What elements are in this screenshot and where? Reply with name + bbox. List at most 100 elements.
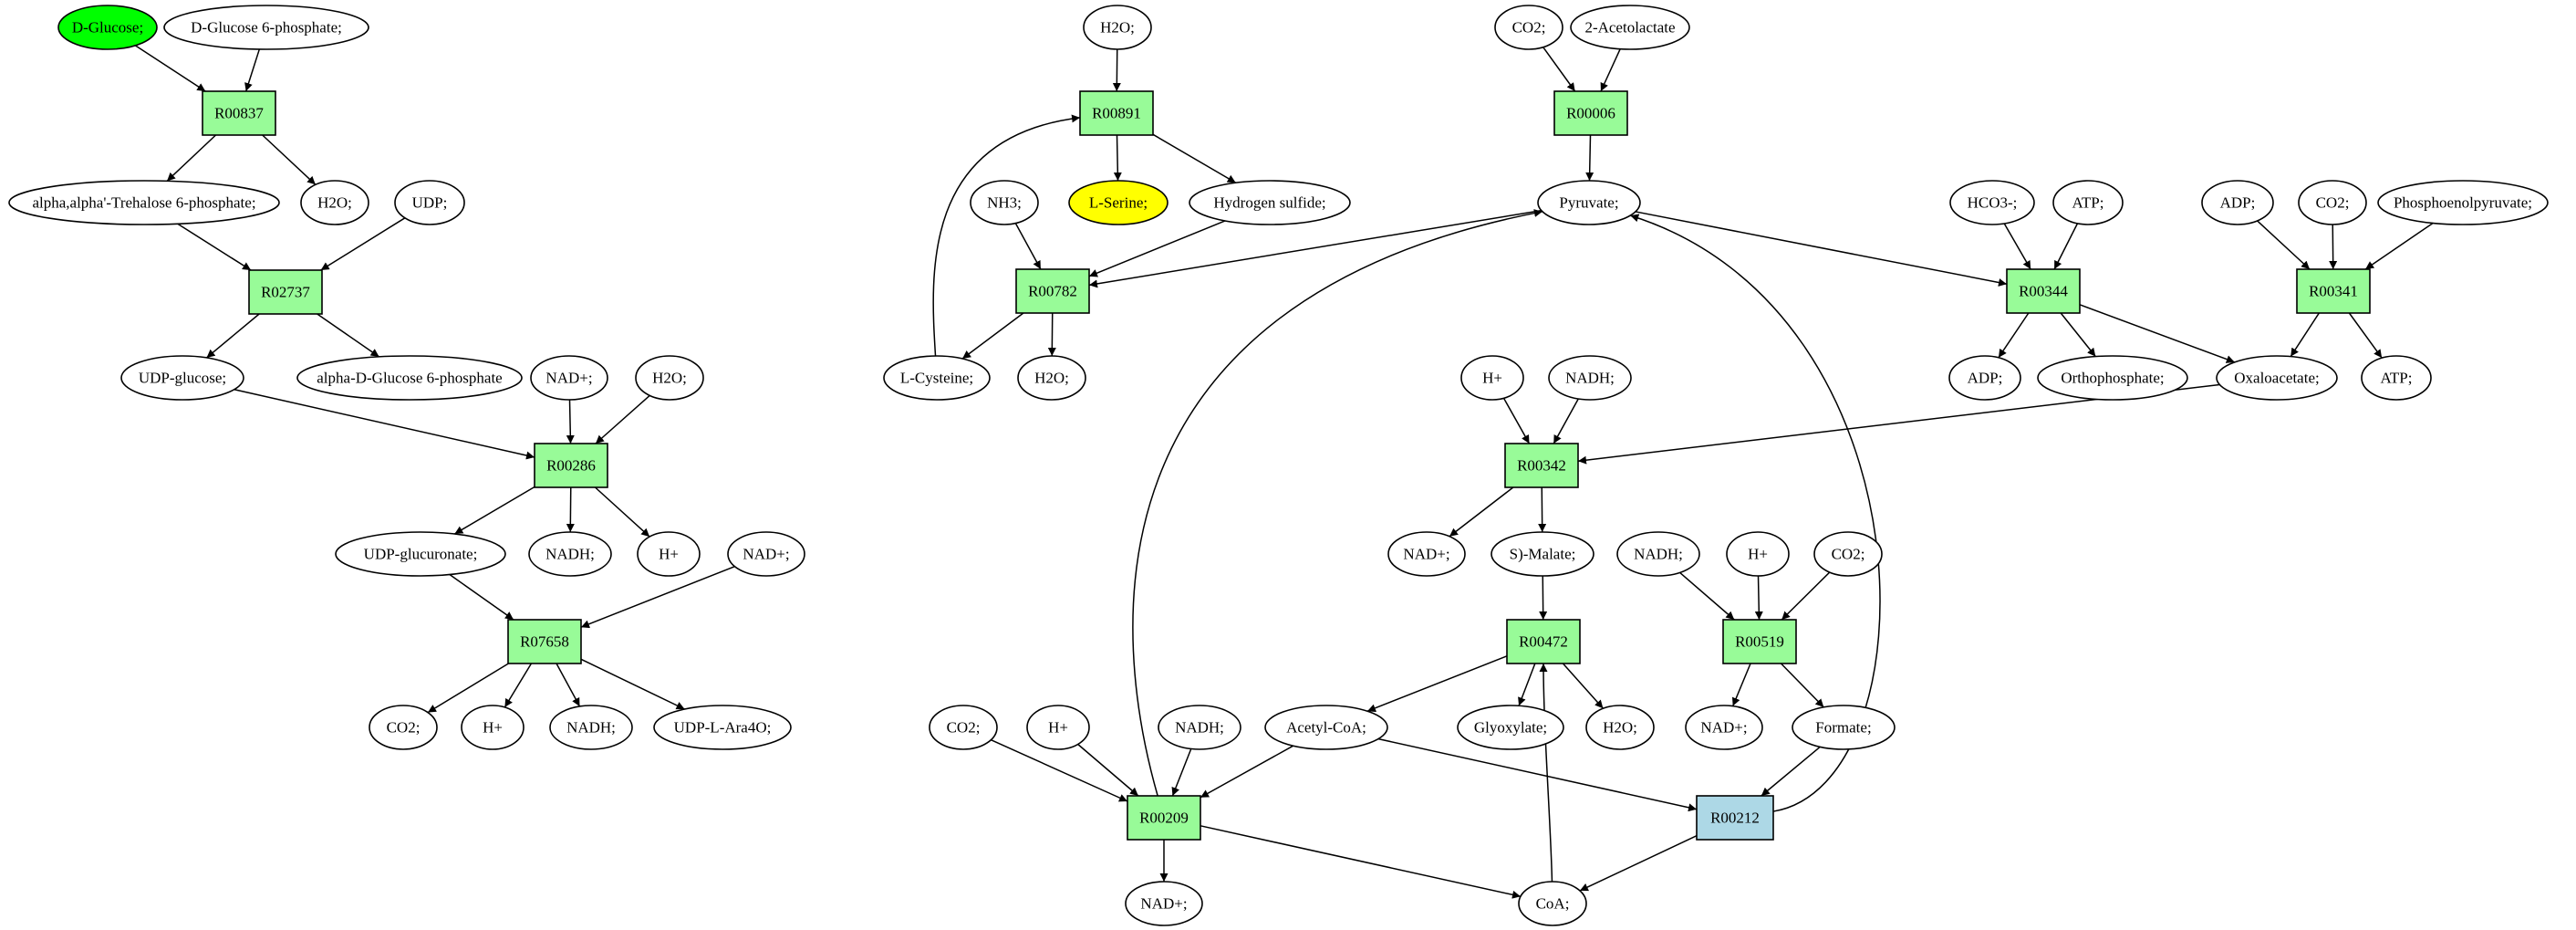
- compound-node-n_h2o_a[interactable]: H2O;: [300, 180, 369, 225]
- compound-node-n_nadh_a[interactable]: NADH;: [528, 531, 612, 577]
- edge-n_g6p-to-r_R00837: [244, 48, 261, 92]
- compound-node-n_nh3[interactable]: NH3;: [970, 180, 1039, 225]
- compound-node-n_hplus_a[interactable]: H+: [637, 531, 701, 577]
- reaction-node-r_R00209[interactable]: R00209: [1127, 795, 1201, 841]
- reaction-label: R00519: [1735, 633, 1784, 651]
- compound-node-n_nadp_c[interactable]: NAD+;: [1387, 531, 1466, 577]
- reaction-node-r_R00782[interactable]: R00782: [1015, 268, 1090, 314]
- reaction-node-r_R00891[interactable]: R00891: [1079, 90, 1154, 136]
- compound-node-n_hplus_c[interactable]: H+: [1460, 355, 1524, 401]
- compound-node-n_atp_b[interactable]: ATP;: [2361, 355, 2432, 401]
- reaction-node-r_R07658[interactable]: R07658: [507, 619, 582, 664]
- reaction-box: [248, 269, 323, 315]
- compound-node-n_adp_b[interactable]: ADP;: [2201, 180, 2274, 225]
- compound-ellipse: [461, 705, 525, 750]
- compound-node-n_lcysteine[interactable]: L-Cysteine;: [883, 355, 991, 401]
- compound-node-n_hplus_d[interactable]: H+: [1726, 531, 1790, 577]
- compound-label: H2O;: [317, 194, 352, 212]
- compound-node-n_hplus_b[interactable]: H+: [461, 705, 525, 750]
- reaction-node-r_R00341[interactable]: R00341: [2296, 268, 2371, 314]
- compound-node-n_pyruvate[interactable]: Pyruvate;: [1537, 180, 1641, 225]
- compound-ellipse: [1068, 180, 1169, 225]
- reaction-box: [1015, 268, 1090, 314]
- edge-n_co2_b-to-r_R00006: [1542, 47, 1576, 92]
- compound-ellipse: [727, 531, 805, 577]
- compound-node-n_h2s[interactable]: Hydrogen sulfide;: [1189, 180, 1351, 225]
- reaction-node-r_R00342[interactable]: R00342: [1504, 443, 1579, 488]
- edge-n_acetolactate-to-r_R00006: [1600, 48, 1621, 92]
- reaction-box: [534, 443, 608, 488]
- compound-label: Hydrogen sulfide;: [1213, 194, 1325, 212]
- compound-ellipse: [2361, 355, 2432, 401]
- compound-node-n_g6p[interactable]: D-Glucose 6-phosphate;: [163, 5, 369, 50]
- edge-n_co2_c-to-r_R00341: [2329, 224, 2338, 270]
- edge-r_R00209-to-n_pyruvate: [1132, 209, 1543, 797]
- reaction-node-r_R00519[interactable]: R00519: [1722, 619, 1797, 664]
- compound-node-n_co2_a[interactable]: CO2;: [369, 705, 438, 750]
- compound-node-n_nadp_e[interactable]: NAD+;: [1125, 881, 1203, 926]
- compound-label: CO2;: [947, 719, 981, 737]
- reaction-node-r_R00286[interactable]: R00286: [534, 443, 608, 488]
- edge-n_hplus_e-to-r_R00209: [1077, 743, 1139, 797]
- reaction-box: [1127, 795, 1201, 841]
- compound-node-n_trehalose6p[interactable]: alpha,alpha'-Trehalose 6-phosphate;: [8, 180, 280, 225]
- compound-node-n_lserine[interactable]: L-Serine;: [1068, 180, 1169, 225]
- compound-node-n_udpglucuronate[interactable]: UDP-glucuronate;: [335, 531, 506, 577]
- compound-node-n_h2o_b[interactable]: H2O;: [635, 355, 704, 401]
- compound-ellipse: [1460, 355, 1524, 401]
- compound-node-n_acetolactate[interactable]: 2-Acetolactate: [1570, 5, 1690, 50]
- reaction-label: R00837: [214, 105, 264, 122]
- compound-label: NAD+;: [1700, 719, 1747, 737]
- compound-node-n_oxaloacetate[interactable]: Oxaloacetate;: [2216, 355, 2338, 401]
- compound-node-n_h2o_e[interactable]: H2O;: [1585, 705, 1655, 750]
- compound-node-n_udplara4o[interactable]: UDP-L-Ara4O;: [653, 705, 792, 750]
- compound-node-n_co2_e[interactable]: CO2;: [929, 705, 998, 750]
- compound-node-n_udpglucose[interactable]: UDP-glucose;: [120, 355, 244, 401]
- compound-node-n_smalate[interactable]: S)-Malate;: [1491, 531, 1594, 577]
- compound-label: ADP;: [2220, 194, 2256, 212]
- edge-n_nadp_b-to-r_R07658: [580, 565, 735, 629]
- compound-ellipse: [1264, 705, 1388, 750]
- compound-node-n_co2_d[interactable]: CO2;: [1813, 531, 1883, 577]
- reaction-node-r_R00212[interactable]: R00212: [1696, 795, 1774, 841]
- compound-label: H+: [1048, 719, 1068, 737]
- reaction-node-r_R00837[interactable]: R00837: [202, 90, 276, 136]
- compound-node-n_adp_a[interactable]: ADP;: [1948, 355, 2021, 401]
- reaction-node-r_R00472[interactable]: R00472: [1506, 619, 1581, 664]
- compound-node-n_orthophosphate[interactable]: Orthophosphate;: [2037, 355, 2188, 401]
- compound-node-n_coa[interactable]: CoA;: [1518, 881, 1587, 926]
- compound-node-n_nadp_a[interactable]: NAD+;: [530, 355, 608, 401]
- compound-node-n_nadh_c[interactable]: NADH;: [1548, 355, 1632, 401]
- compound-node-n_acetylcoa[interactable]: Acetyl-CoA;: [1264, 705, 1388, 750]
- compound-node-n_nadp_b[interactable]: NAD+;: [727, 531, 805, 577]
- compound-ellipse: [1518, 881, 1587, 926]
- compound-label: UDP-glucuronate;: [364, 546, 478, 563]
- compound-node-n_nadh_d[interactable]: NADH;: [1616, 531, 1700, 577]
- compound-label: Pyruvate;: [1559, 194, 1618, 212]
- compound-node-n_co2_b[interactable]: CO2;: [1494, 5, 1563, 50]
- compound-node-n_pep[interactable]: Phosphoenolpyruvate;: [2377, 180, 2549, 225]
- compound-label: Phosphoenolpyruvate;: [2394, 194, 2532, 212]
- compound-node-n_co2_c[interactable]: CO2;: [2298, 180, 2367, 225]
- compound-node-n_h2o_c[interactable]: H2O;: [1083, 5, 1152, 50]
- compound-label: H+: [483, 719, 503, 737]
- compound-node-n_h2o_d[interactable]: H2O;: [1017, 355, 1086, 401]
- compound-node-n_formate[interactable]: Formate;: [1792, 705, 1896, 750]
- compound-ellipse: [2201, 180, 2274, 225]
- reaction-node-r_R02737[interactable]: R02737: [248, 269, 323, 315]
- compound-node-n_dglucose[interactable]: D-Glucose;: [57, 5, 158, 50]
- compound-node-n_hco3[interactable]: HCO3-;: [1949, 180, 2035, 225]
- compound-node-n_glyoxylate[interactable]: Glyoxylate;: [1457, 705, 1564, 750]
- compound-node-n_nadp_d[interactable]: NAD+;: [1685, 705, 1763, 750]
- edge-r_R00344-to-n_adp_a: [1998, 312, 2030, 359]
- compound-node-n_udp[interactable]: UDP;: [394, 180, 465, 225]
- compound-ellipse: [528, 531, 612, 577]
- compound-node-n_nadh_b[interactable]: NADH;: [549, 705, 633, 750]
- reaction-node-r_R00344[interactable]: R00344: [2006, 268, 2081, 314]
- reaction-node-r_R00006[interactable]: R00006: [1553, 90, 1628, 136]
- edge-r_R00519-to-n_nadp_d: [1731, 663, 1751, 706]
- compound-node-n_adglucose6p[interactable]: alpha-D-Glucose 6-phosphate: [296, 355, 523, 401]
- compound-node-n_hplus_e[interactable]: H+: [1026, 705, 1090, 750]
- compound-node-n_atp_a[interactable]: ATP;: [2052, 180, 2124, 225]
- compound-node-n_nadh_e[interactable]: NADH;: [1158, 705, 1241, 750]
